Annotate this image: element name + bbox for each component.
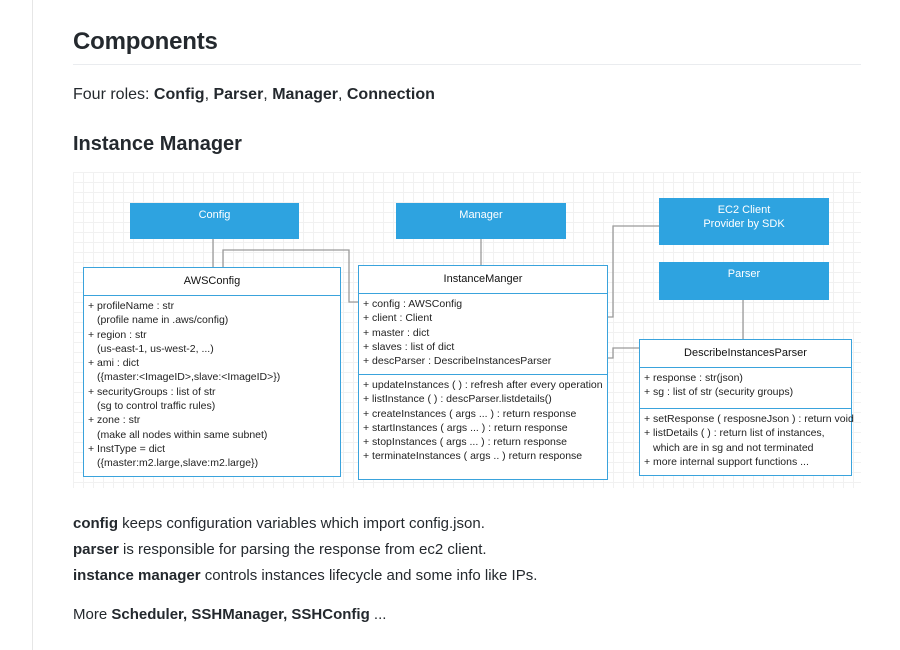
awsconfig-line: + securityGroups : list of str [88, 385, 216, 398]
paragraph-config: config keeps configuration variables whi… [73, 515, 485, 532]
paragraph-bold: parser [73, 541, 119, 558]
parser-box-label: Parser [727, 268, 761, 280]
describeparser-method: which are in sg and not terminated [653, 441, 814, 454]
awsconfig-line: + profileName : str [88, 300, 175, 312]
describeparser-method: + listDetails ( ) : return list of insta… [644, 427, 825, 440]
instancemanager-title: InstanceManger [359, 266, 607, 294]
awsconfig-line: ({master:m2.large,slave:m2.large}) [97, 457, 259, 470]
describeparser-class: DescribeInstancesParser + response : str… [639, 339, 854, 476]
awsconfig-line: ({master:<ImageID>,slave:<ImageID>}) [97, 371, 281, 384]
paragraph-bold: config [73, 515, 118, 532]
describeparser-method: + more internal support functions ... [644, 455, 809, 468]
instancemanager-method: + updateInstances ( ) : refresh after ev… [363, 379, 603, 391]
instancemanager-methods: + updateInstances ( ) : refresh after ev… [359, 374, 607, 464]
instance-manager-diagram: Config Manager EC2 Client Provider by SD… [73, 172, 861, 488]
instancemanager-class: InstanceManger + config : AWSConfig + cl… [358, 265, 608, 480]
awsconfig-to-config-attr-line [222, 249, 358, 303]
awsconfig-line: (make all nodes within same subnet) [97, 428, 268, 441]
describeparser-method: + setResponse ( resposneJson ) : return … [644, 413, 854, 425]
awsconfig-title: AWSConfig [84, 268, 340, 296]
awsconfig-line: (sg to control traffic rules) [97, 400, 216, 413]
paragraph-more: More Scheduler, SSHManager, SSHConfig ..… [73, 606, 386, 623]
describeparser-attributes: + response : str(json) + sg : list of st… [640, 368, 851, 408]
instancemanager-method: + listInstance ( ) : descParser.listdeta… [363, 393, 552, 406]
manager-box: Manager [396, 203, 566, 239]
instancemanager-method: + terminateInstances ( args .. ) return … [363, 450, 583, 463]
ec2-client-box: EC2 Client Provider by SDK [659, 198, 829, 245]
paragraph-parser: parser is responsible for parsing the re… [73, 541, 487, 558]
describeparser-title: DescribeInstancesParser [640, 340, 851, 368]
paragraph-instance-manager: instance manager controls instances life… [73, 567, 537, 584]
manager-box-label: Manager [459, 209, 503, 221]
roles-separator: , [337, 86, 347, 103]
instancemanager-method: + stopInstances ( args ... ) : return re… [363, 436, 567, 449]
paragraph-bold: Scheduler, SSHManager, SSHConfig [111, 606, 370, 623]
awsconfig-line: (us-east-1, us-west-2, ...) [97, 342, 214, 355]
ec2-box-line1: EC2 Client [717, 204, 771, 216]
paragraph-text: keeps configuration variables which impo… [118, 515, 485, 532]
roles-separator: , [263, 86, 273, 103]
instancemanager-attr: + config : AWSConfig [363, 298, 463, 310]
paragraph-text: More [73, 606, 112, 623]
roles-separator: , [204, 86, 214, 103]
role-parser: Parser [213, 86, 264, 103]
describeparser-attr: + sg : list of str (security groups) [644, 386, 794, 399]
describeparser-attr: + response : str(json) [644, 372, 743, 384]
instancemanager-method: + createInstances ( args ... ) : return … [363, 407, 577, 420]
awsconfig-line: (profile name in .aws/config) [97, 314, 229, 327]
awsconfig-class: AWSConfig + profileName : str (profile n… [83, 267, 341, 477]
describeparser-methods: + setResponse ( resposneJson ) : return … [640, 408, 854, 469]
roles-line: Four roles: Config, Parser, Manager, Con… [73, 86, 435, 104]
awsconfig-line: + ami : dict [88, 357, 140, 370]
awsconfig-line: + InstType = dict [88, 442, 166, 455]
instancemanager-attributes: + config : AWSConfig + client : Client +… [359, 294, 607, 374]
title-divider [73, 64, 861, 65]
roles-prefix: Four roles: [73, 86, 154, 103]
parser-box: Parser [659, 262, 829, 300]
instancemanager-attr: + slaves : list of dict [363, 340, 455, 353]
ec2-box-line2: Provider by SDK [703, 218, 785, 230]
paragraph-bold: instance manager [73, 567, 201, 584]
instancemanager-attr: + descParser : DescribeInstancesParser [363, 355, 552, 368]
role-config: Config [153, 86, 205, 103]
role-manager: Manager [272, 86, 338, 103]
awsconfig-line: + zone : str [88, 414, 141, 427]
instancemanager-attr: + client : Client [363, 312, 433, 325]
config-box: Config [130, 203, 299, 239]
awsconfig-attributes: + profileName : str (profile name in .aw… [84, 296, 340, 471]
paragraph-text: controls instances lifecycle and some in… [200, 567, 538, 584]
paragraph-text: is responsible for parsing the response … [118, 541, 487, 558]
paragraph-text: ... [369, 606, 387, 623]
instancemanager-method: + startInstances ( args ... ) : return r… [363, 421, 568, 434]
section-title: Instance Manager [73, 133, 242, 155]
awsconfig-line: + region : str [88, 328, 147, 341]
role-connection: Connection [346, 86, 435, 103]
instancemanager-attr: + master : dict [363, 326, 430, 339]
page-title: Components [73, 28, 218, 55]
config-box-label: Config [198, 209, 231, 221]
